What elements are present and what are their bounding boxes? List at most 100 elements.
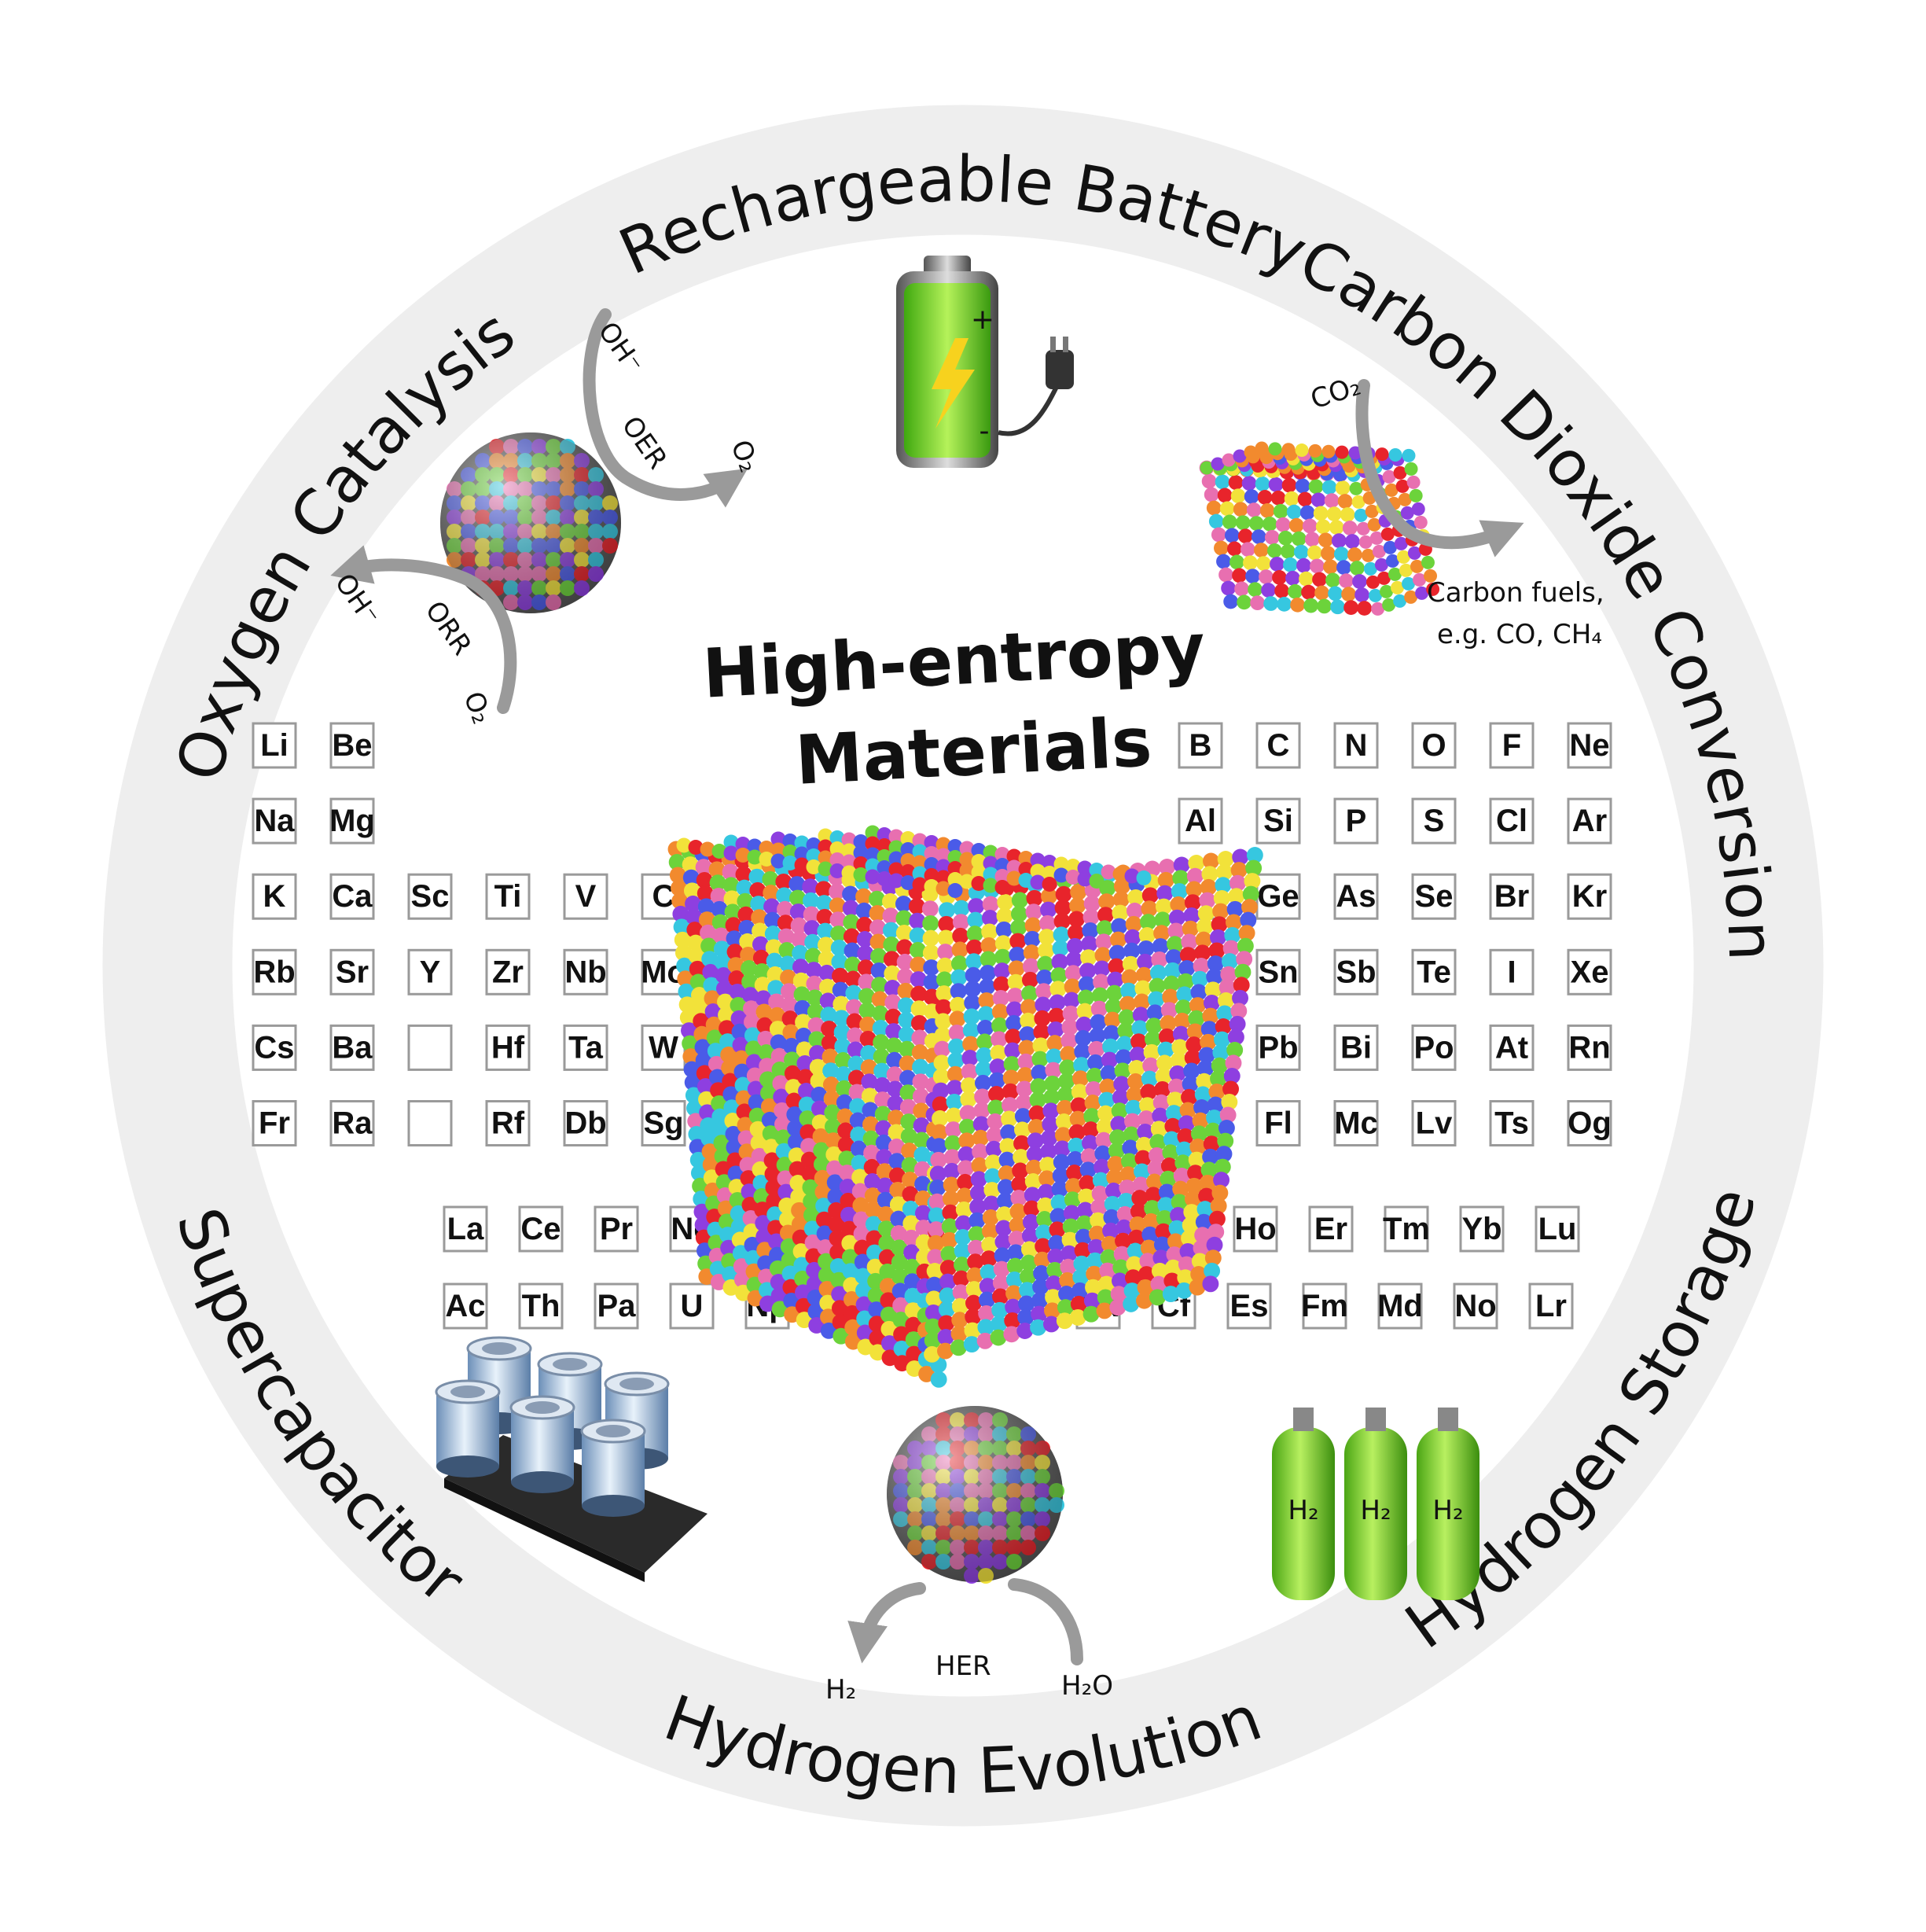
element-cell: Cs — [252, 1024, 297, 1071]
element-cell: W — [641, 1024, 686, 1071]
element-symbol: Th — [522, 1289, 561, 1323]
element-symbol: Se — [1415, 879, 1454, 914]
element-symbol: Pa — [597, 1289, 637, 1323]
element-symbol: Og — [1568, 1106, 1612, 1141]
element-cell: Er — [1308, 1205, 1354, 1253]
co2-catalyst-cube: CO₂ Carbon fuels, e.g. CO, CH₄ — [1199, 370, 1604, 650]
element-cell: Rn — [1567, 1024, 1612, 1071]
element-symbol: Ne — [1569, 728, 1609, 763]
element-symbol: P — [1346, 804, 1367, 838]
element-cell: Y — [407, 948, 453, 995]
title-line2: Materials — [793, 703, 1153, 800]
hydrogen-tank: H₂ — [1272, 1408, 1335, 1600]
element-cell: Ac — [443, 1282, 488, 1330]
element-cell: Zr — [485, 948, 531, 995]
element-cell: Ra — [329, 1100, 375, 1146]
element-cell: O — [1411, 722, 1457, 769]
element-symbol: Hf — [491, 1030, 525, 1065]
element-symbol: Ts — [1494, 1106, 1529, 1141]
battery-icon: + - — [896, 256, 1074, 468]
element-symbol: Li — [260, 728, 289, 763]
element-symbol: Be — [332, 728, 372, 763]
tank-label: H₂ — [1432, 1495, 1463, 1526]
element-cell: Md — [1377, 1282, 1423, 1330]
label-supercapacitor: Supercapacitor — [162, 1199, 477, 1617]
element-symbol: Ac — [445, 1289, 485, 1323]
element-symbol: La — [447, 1212, 484, 1246]
hydrogen-tank: H₂ — [1344, 1408, 1407, 1600]
element-symbol: Ta — [568, 1030, 603, 1065]
oxygen-catalyst-particle: OH⁻ OER O₂ OH⁻ ORR O₂ — [329, 308, 765, 728]
hydrogen-tanks-icon: H₂ H₂ H₂ — [1272, 1408, 1479, 1600]
element-symbol: Lu — [1538, 1212, 1577, 1246]
title-line1: High-entropy — [700, 609, 1207, 713]
element-cell: Li — [252, 722, 297, 769]
element-cell: Ce — [518, 1205, 564, 1253]
element-cell: Sn — [1255, 948, 1301, 995]
element-symbol: B — [1189, 728, 1212, 763]
element-symbol: S — [1424, 804, 1445, 838]
element-symbol: Ca — [332, 879, 373, 914]
element-symbol: Xe — [1571, 955, 1609, 989]
element-symbol: Er — [1314, 1212, 1347, 1246]
element-cell: K — [252, 873, 297, 920]
element-symbol: Ge — [1257, 879, 1299, 914]
oer-label: OER — [616, 410, 674, 475]
element-cell: Lu — [1535, 1205, 1580, 1253]
element-symbol: Ce — [520, 1212, 561, 1246]
element-symbol: Ba — [332, 1030, 373, 1065]
element-symbol: Y — [420, 955, 441, 989]
element-cell: La — [443, 1205, 488, 1253]
element-symbol: Fm — [1301, 1289, 1348, 1323]
element-cell: Mc — [1333, 1100, 1379, 1146]
element-symbol: Cl — [1496, 804, 1527, 838]
element-symbol: C — [652, 879, 675, 914]
element-cell: S — [1411, 797, 1457, 845]
element-symbol: Ar — [1572, 804, 1607, 838]
element-cell: B — [1178, 722, 1223, 769]
element-symbol: Rf — [491, 1106, 525, 1141]
element-cell: Ti — [485, 873, 531, 920]
hydrogen-tank: H₂ — [1417, 1408, 1479, 1600]
element-cell: Og — [1567, 1100, 1612, 1146]
element-symbol: Bi — [1340, 1030, 1372, 1065]
capacitor-can — [509, 1395, 575, 1493]
element-symbol: Fl — [1264, 1106, 1292, 1141]
element-cell: Fl — [1255, 1100, 1301, 1146]
element-cell: Te — [1411, 948, 1457, 995]
element-symbol: Fr — [259, 1106, 290, 1141]
element-symbol: Mc — [1334, 1106, 1378, 1141]
capacitor-can — [435, 1379, 501, 1478]
element-cell: Ho — [1233, 1205, 1278, 1253]
element-symbol: Nb — [564, 955, 606, 989]
oer-o2-product: O₂ — [725, 436, 765, 477]
her-h2-product: H₂ — [825, 1674, 856, 1706]
element-cell: Rf — [485, 1100, 531, 1146]
element-cell: Po — [1411, 1024, 1457, 1071]
element-symbol: Yb — [1461, 1212, 1501, 1246]
element-cell: Br — [1489, 873, 1535, 920]
orr-label: ORR — [419, 595, 478, 661]
outer-ring — [102, 105, 1824, 1827]
element-cell — [407, 1024, 453, 1071]
element-cell: U — [669, 1282, 715, 1330]
element-symbol: Mg — [329, 804, 375, 838]
element-cell: P — [1333, 797, 1379, 845]
element-symbol: Si — [1263, 804, 1293, 838]
element-cell: No — [1453, 1282, 1498, 1330]
element-symbol: O — [1421, 728, 1446, 763]
element-symbol: V — [575, 879, 597, 914]
element-symbol: No — [1454, 1289, 1496, 1323]
element-cell: Sc — [407, 873, 453, 920]
element-symbol: C — [1267, 728, 1290, 763]
element-symbol: Ho — [1234, 1212, 1276, 1246]
element-cell: Hf — [485, 1024, 531, 1071]
battery-plus-sign: + — [971, 304, 994, 336]
element-cell: Db — [563, 1100, 608, 1146]
element-symbol: Al — [1185, 804, 1216, 838]
tank-label: H₂ — [1288, 1495, 1318, 1526]
her-catalyst-particle: H₂ HER H₂O — [825, 1406, 1113, 1706]
element-symbol: Pb — [1258, 1030, 1298, 1065]
